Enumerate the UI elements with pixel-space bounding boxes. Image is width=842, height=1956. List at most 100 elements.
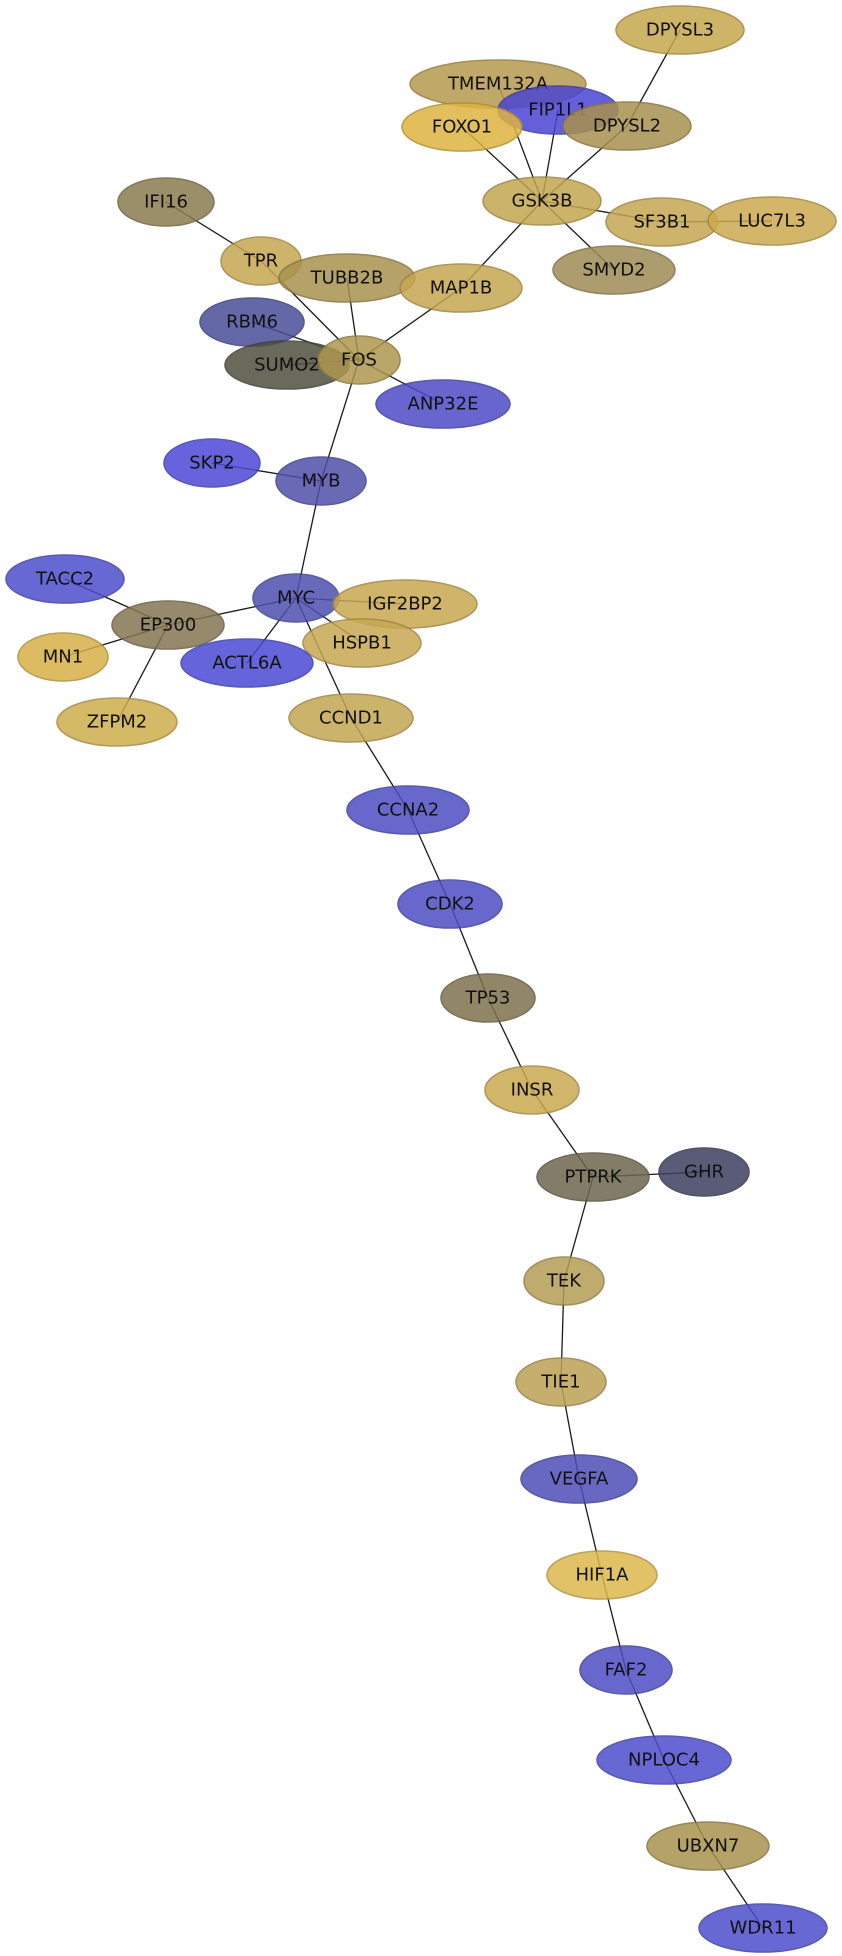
node-ifi16[interactable]: IFI16 bbox=[117, 177, 215, 227]
node-ellipse bbox=[317, 335, 401, 385]
node-ep300[interactable]: EP300 bbox=[111, 600, 225, 650]
node-ellipse bbox=[180, 638, 314, 688]
node-label: FOXO1 bbox=[432, 117, 492, 138]
node-smyd2[interactable]: SMYD2 bbox=[552, 245, 676, 295]
node-ellipse bbox=[482, 176, 602, 226]
node-tacc2[interactable]: TACC2 bbox=[5, 554, 125, 604]
node-ellipse bbox=[302, 618, 422, 668]
node-label: CDK2 bbox=[425, 894, 475, 915]
node-mn1[interactable]: MN1 bbox=[17, 632, 109, 682]
node-label: MYC bbox=[277, 588, 315, 609]
node-label: CCNA2 bbox=[377, 800, 439, 821]
node-dpysl2[interactable]: DPYSL2 bbox=[562, 101, 692, 151]
node-ellipse bbox=[275, 456, 367, 506]
node-ellipse bbox=[615, 5, 745, 55]
node-hspb1[interactable]: HSPB1 bbox=[302, 618, 422, 668]
node-ellipse bbox=[579, 1645, 673, 1695]
node-tubb2b[interactable]: TUBB2B bbox=[278, 253, 416, 303]
node-myb[interactable]: MYB bbox=[275, 456, 367, 506]
node-cdk2[interactable]: CDK2 bbox=[397, 879, 503, 929]
node-label: EP300 bbox=[140, 615, 197, 636]
node-label: TEK bbox=[546, 1271, 582, 1292]
node-label: TUBB2B bbox=[310, 268, 384, 289]
node-sf3b1[interactable]: SF3B1 bbox=[605, 197, 719, 247]
node-label: SKP2 bbox=[189, 453, 235, 474]
node-label: UBXN7 bbox=[677, 1836, 740, 1857]
node-ptprk[interactable]: PTPRK bbox=[536, 1152, 650, 1202]
node-anp32e[interactable]: ANP32E bbox=[375, 379, 511, 429]
node-label: MYB bbox=[302, 471, 341, 492]
node-ellipse bbox=[546, 1550, 658, 1600]
node-ellipse bbox=[523, 1256, 605, 1306]
node-ghr[interactable]: GHR bbox=[658, 1147, 750, 1197]
node-ellipse bbox=[401, 102, 523, 152]
node-wdr11[interactable]: WDR11 bbox=[698, 1903, 828, 1953]
node-label: MN1 bbox=[43, 647, 83, 668]
node-label: PTPRK bbox=[564, 1167, 622, 1188]
node-label: ZFPM2 bbox=[87, 712, 148, 733]
node-ellipse bbox=[5, 554, 125, 604]
node-myc[interactable]: MYC bbox=[252, 573, 340, 623]
node-label: DPYSL2 bbox=[593, 116, 661, 137]
node-tp53[interactable]: TP53 bbox=[440, 973, 536, 1023]
node-gsk3b[interactable]: GSK3B bbox=[482, 176, 602, 226]
node-nploc4[interactable]: NPLOC4 bbox=[596, 1735, 732, 1785]
node-label: SUMO2 bbox=[254, 355, 320, 376]
node-label: NPLOC4 bbox=[628, 1750, 700, 1771]
node-igf2bp2[interactable]: IGF2BP2 bbox=[332, 579, 478, 629]
node-ellipse bbox=[399, 263, 523, 313]
node-label: MAP1B bbox=[430, 278, 493, 299]
node-label: DPYSL3 bbox=[646, 20, 714, 41]
node-map1b[interactable]: MAP1B bbox=[399, 263, 523, 313]
node-sumo2[interactable]: SUMO2 bbox=[224, 340, 350, 390]
node-label: IGF2BP2 bbox=[367, 594, 443, 615]
node-label: SMYD2 bbox=[582, 260, 645, 281]
node-ccna2[interactable]: CCNA2 bbox=[346, 785, 470, 835]
node-ellipse bbox=[596, 1735, 732, 1785]
node-ellipse bbox=[562, 101, 692, 151]
node-ubxn7[interactable]: UBXN7 bbox=[646, 1821, 770, 1871]
node-dpysl3[interactable]: DPYSL3 bbox=[615, 5, 745, 55]
node-label: SF3B1 bbox=[633, 212, 690, 233]
node-ellipse bbox=[17, 632, 109, 682]
node-ellipse bbox=[56, 697, 178, 747]
node-ellipse bbox=[646, 1821, 770, 1871]
node-tie1[interactable]: TIE1 bbox=[515, 1357, 607, 1407]
node-ellipse bbox=[658, 1147, 750, 1197]
node-label: CCND1 bbox=[319, 708, 383, 729]
node-ellipse bbox=[707, 196, 837, 246]
node-tek[interactable]: TEK bbox=[523, 1256, 605, 1306]
node-label: GSK3B bbox=[512, 191, 573, 212]
node-ellipse bbox=[440, 973, 536, 1023]
node-label: IFI16 bbox=[144, 192, 188, 213]
node-rbm6[interactable]: RBM6 bbox=[199, 297, 305, 347]
node-ellipse bbox=[552, 245, 676, 295]
node-ellipse bbox=[111, 600, 225, 650]
node-label: HIF1A bbox=[576, 1565, 630, 1586]
edges-layer bbox=[62, 29, 773, 1929]
node-zfpm2[interactable]: ZFPM2 bbox=[56, 697, 178, 747]
node-vegfa[interactable]: VEGFA bbox=[520, 1454, 638, 1504]
node-ellipse bbox=[515, 1357, 607, 1407]
node-ellipse bbox=[375, 379, 511, 429]
node-faf2[interactable]: FAF2 bbox=[579, 1645, 673, 1695]
node-label: ACTL6A bbox=[212, 653, 282, 674]
node-luc7l3[interactable]: LUC7L3 bbox=[707, 196, 837, 246]
node-ccnd1[interactable]: CCND1 bbox=[288, 693, 414, 743]
node-ellipse bbox=[397, 879, 503, 929]
node-label: INSR bbox=[511, 1080, 554, 1101]
node-label: TACC2 bbox=[35, 569, 94, 590]
node-actl6a[interactable]: ACTL6A bbox=[180, 638, 314, 688]
node-skp2[interactable]: SKP2 bbox=[163, 438, 261, 488]
node-foxo1[interactable]: FOXO1 bbox=[401, 102, 523, 152]
node-label: FAF2 bbox=[605, 1660, 648, 1681]
node-fos[interactable]: FOS bbox=[317, 335, 401, 385]
node-ellipse bbox=[698, 1903, 828, 1953]
node-ellipse bbox=[484, 1065, 580, 1115]
node-insr[interactable]: INSR bbox=[484, 1065, 580, 1115]
node-hif1a[interactable]: HIF1A bbox=[546, 1550, 658, 1600]
node-label: LUC7L3 bbox=[738, 211, 806, 232]
node-ellipse bbox=[117, 177, 215, 227]
